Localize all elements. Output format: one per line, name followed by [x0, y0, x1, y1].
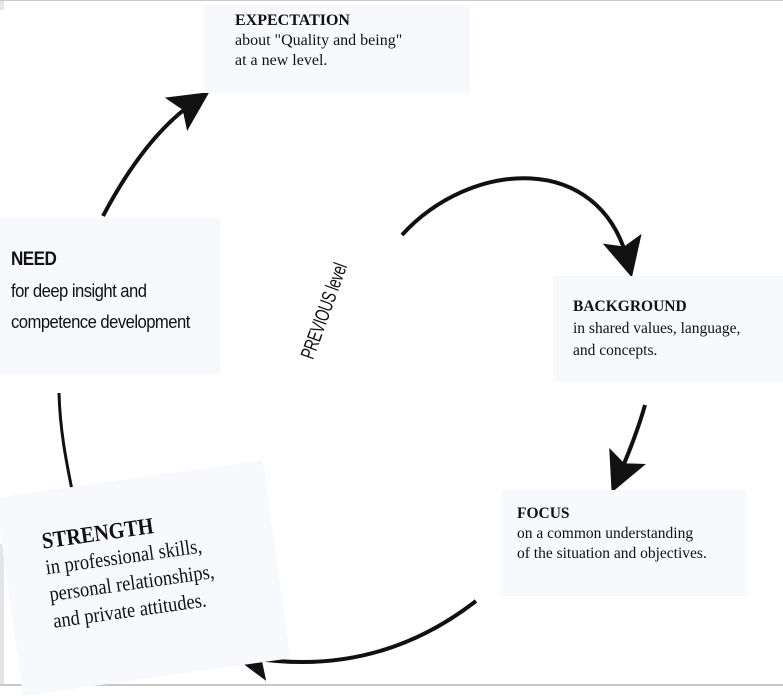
arrow-strength-to-need [57, 392, 74, 491]
bottom-border [0, 684, 783, 686]
stage-text: competence development [11, 311, 190, 332]
stage-focus: FOCUS on a common understanding of the s… [502, 490, 746, 596]
stage-text: on a common understanding [517, 525, 694, 542]
arrow-need-to-expectation [101, 92, 210, 217]
stage-expectation: EXPECTATION about "Quality and being" at… [204, 5, 470, 93]
stage-strength: STRENGTH in professional skills, persona… [0, 460, 291, 696]
stage-need: NEED for deep insight and competence dev… [0, 218, 220, 374]
edge-patch [0, 544, 4, 684]
stage-text: of the situation and objectives. [517, 545, 707, 562]
arrow-previous-to-background [400, 176, 642, 278]
stage-text: in shared values, language, [573, 320, 741, 337]
stage-title: BACKGROUND [573, 298, 687, 315]
stage-title: EXPECTATION [235, 12, 350, 29]
arrow-background-to-focus [609, 404, 647, 493]
edge-patch [0, 1, 4, 10]
stage-title: FOCUS [517, 505, 570, 522]
center-label-previous-level: PREVIOUS level [297, 260, 352, 363]
stage-background: BACKGROUND in shared values, language, a… [553, 276, 783, 382]
top-border [0, 0, 783, 1]
stage-text: at a new level. [235, 52, 328, 69]
stage-text: and concepts. [573, 342, 658, 359]
stage-text: about "Quality and being" [235, 32, 403, 49]
stage-text: for deep insight and [11, 280, 147, 301]
stage-title: NEED [11, 249, 57, 270]
